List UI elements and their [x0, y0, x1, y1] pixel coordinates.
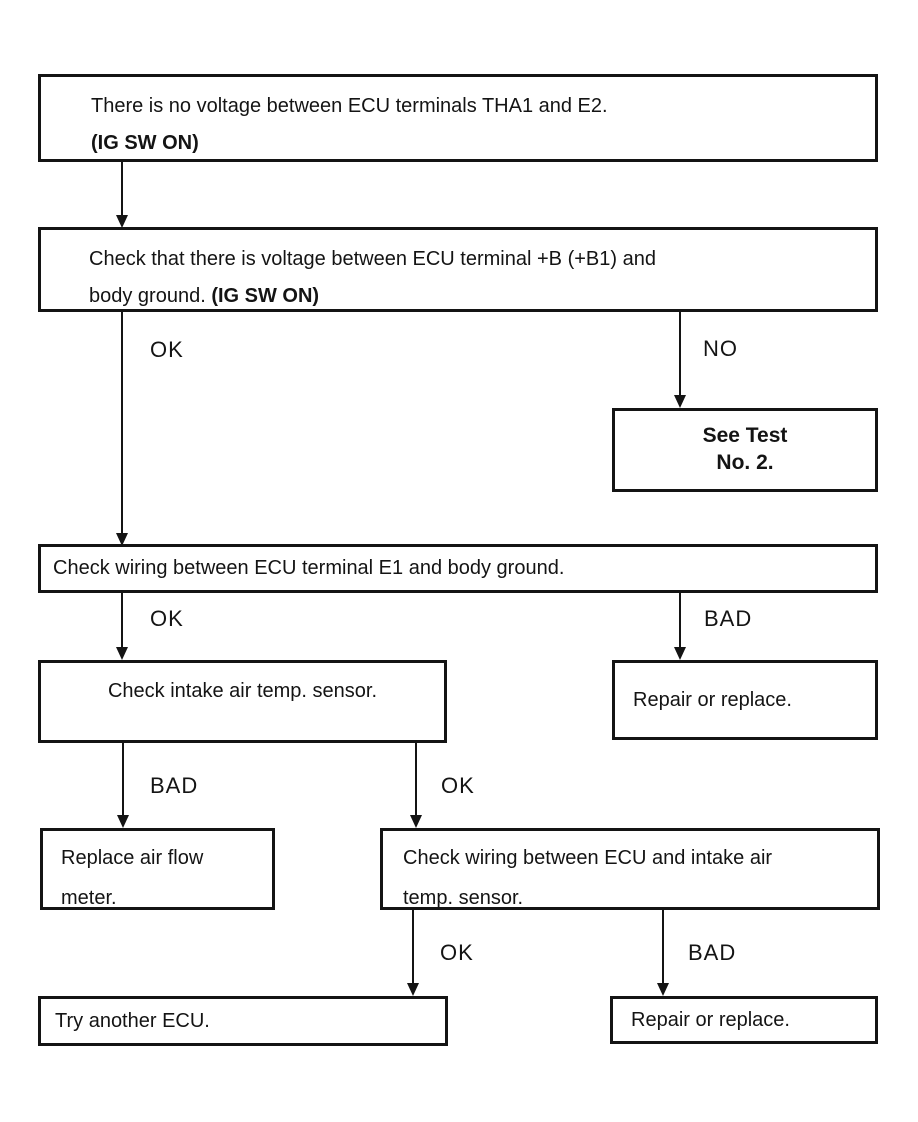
edge-label-ok: OK	[150, 337, 184, 362]
node-text-line: (IG SW ON)	[91, 132, 199, 154]
arrow-down-icon	[674, 395, 686, 408]
node-check-wiring-intake-sensor: Check wiring between ECU and intake air …	[380, 828, 880, 910]
node-text-line: Check intake air temp. sensor.	[107, 680, 377, 702]
edge-label-ok: OK	[441, 773, 475, 798]
node-text-line: meter.	[61, 887, 117, 909]
node-try-another-ecu: Try another ECU.	[38, 996, 448, 1046]
node-repair-or-replace-2: Repair or replace.	[610, 996, 878, 1044]
arrow-down-icon	[116, 533, 128, 546]
node-text-line: See Test	[702, 424, 788, 447]
edge-label-no: NO	[703, 336, 738, 361]
arrow-down-icon	[657, 983, 669, 996]
node-text-line: Check that there is voltage between ECU …	[89, 248, 656, 270]
node-text-segment: body ground.	[89, 285, 212, 307]
connector-line	[415, 743, 417, 818]
node-text-line: Check wiring between ECU terminal E1 and…	[53, 557, 565, 579]
connector-line	[662, 910, 664, 986]
node-text-line: body ground. (IG SW ON)	[89, 278, 855, 315]
node-text-line: No. 2.	[716, 451, 774, 474]
connector-line	[122, 743, 124, 818]
connector-line	[412, 910, 414, 986]
arrow-down-icon	[407, 983, 419, 996]
node-text-line: There is no voltage between ECU terminal…	[91, 95, 608, 117]
connector-line	[121, 162, 123, 218]
node-text-line: Replace air flow	[61, 847, 204, 869]
connector-line	[121, 312, 123, 536]
connector-line	[679, 593, 681, 650]
edge-label-bad: BAD	[704, 606, 753, 631]
node-text-line: Try another ECU.	[55, 1009, 210, 1032]
node-check-voltage: Check that there is voltage between ECU …	[38, 227, 878, 312]
node-text-line: Repair or replace.	[631, 1008, 790, 1031]
node-see-test-no-2: See Test No. 2.	[612, 408, 878, 492]
node-text-segment: (IG SW ON)	[211, 285, 320, 307]
node-text-line: Repair or replace.	[633, 688, 792, 711]
connector-line	[121, 593, 123, 650]
edge-label-bad: BAD	[688, 940, 737, 965]
arrow-down-icon	[117, 815, 129, 828]
arrow-down-icon	[410, 815, 422, 828]
node-text-line: temp. sensor.	[403, 887, 524, 909]
node-repair-or-replace-1: Repair or replace.	[612, 660, 878, 740]
node-no-voltage-statement: There is no voltage between ECU terminal…	[38, 74, 878, 162]
arrow-down-icon	[674, 647, 686, 660]
arrow-down-icon	[116, 215, 128, 228]
edge-label-ok: OK	[150, 606, 184, 631]
arrow-down-icon	[116, 647, 128, 660]
edge-label-bad: BAD	[150, 773, 199, 798]
edge-label-ok: OK	[440, 940, 474, 965]
node-text-line: Check wiring between ECU and intake air	[403, 847, 773, 869]
connector-line	[679, 312, 681, 398]
node-check-intake-sensor: Check intake air temp. sensor.	[38, 660, 447, 743]
node-check-wiring-e1: Check wiring between ECU terminal E1 and…	[38, 544, 878, 593]
node-replace-air-flow-meter: Replace air flow meter.	[40, 828, 275, 910]
